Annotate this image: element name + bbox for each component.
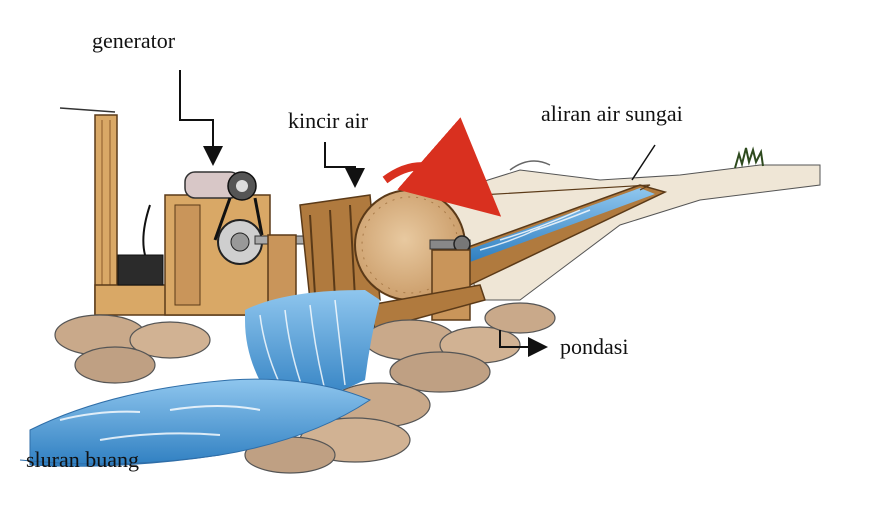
river-pointer-line: [631, 144, 656, 181]
label-foundation: pondasi: [560, 334, 629, 359]
riverbank: [439, 146, 821, 301]
foundation-rocks: [54, 302, 556, 474]
label-outlet-channel: sluran buang: [26, 447, 140, 472]
wheel-support: [267, 234, 486, 331]
label-generator: generator: [92, 28, 176, 53]
foundation-pointer-arrow-icon: [499, 330, 548, 357]
generator-house: [59, 107, 296, 316]
label-river-flow: aliran air sungai: [541, 101, 683, 126]
generator-pointer-arrow-icon: [179, 70, 223, 166]
label-water-wheel: kincir air: [288, 108, 369, 133]
wheel-pointer-arrow-icon: [324, 142, 365, 188]
rotation-arrow-icon: [382, 117, 502, 217]
waterfall: [19, 290, 380, 467]
